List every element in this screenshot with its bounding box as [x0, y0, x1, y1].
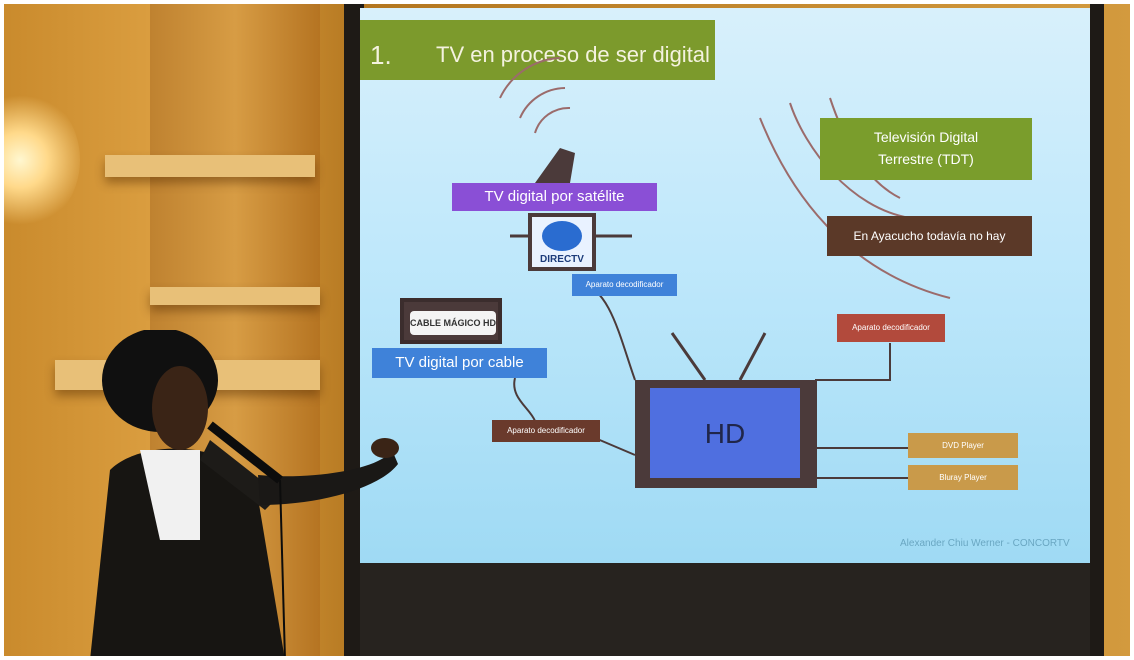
tdt-box: Televisión Digital Terrestre (TDT): [820, 118, 1032, 180]
satellite-box: TV digital por satélite: [452, 183, 657, 211]
directv-logo-mark: [542, 221, 582, 251]
screen-left-post: [344, 0, 364, 660]
presenter-figure: [90, 330, 399, 660]
slide-credit: Alexander Chiu Werner - CONCORTV: [900, 538, 1070, 549]
dvd-player-box: DVD Player: [908, 433, 1018, 458]
wall-shelf-top: [105, 155, 315, 177]
slide-title: TV en proceso de ser digital: [436, 42, 710, 67]
ayacucho-box: En Ayacucho todavía no hay: [827, 216, 1032, 256]
wall-shelf-middle: [150, 287, 320, 305]
decoder-cable-box: Aparato decodificador: [492, 420, 600, 442]
tv-screen: HD: [650, 388, 800, 478]
screen-lower-frame: [360, 563, 1090, 660]
directv-logo-text: DIRECTV: [540, 254, 584, 265]
decoder-satellite-box: Aparato decodificador: [572, 274, 677, 296]
projection-screen: 1. TV en proceso de ser digital TV digit…: [360, 8, 1090, 563]
cable-magico-logo: CABLE MÁGICO HD: [400, 298, 502, 344]
screen-right-post: [1090, 0, 1104, 660]
tdt-label: Televisión Digital Terrestre (TDT): [873, 129, 979, 167]
cable-box: TV digital por cable: [372, 348, 547, 378]
tv-label: HD: [704, 418, 746, 449]
connector-lines: [499, 57, 951, 479]
slide-number: 1.: [370, 40, 392, 70]
slide-title-bar: 1. TV en proceso de ser digital: [360, 20, 715, 80]
directv-logo: DIRECTV: [528, 213, 596, 271]
hd-television: HD: [635, 380, 817, 488]
cable-magico-logo-text: CABLE MÁGICO HD: [410, 311, 496, 335]
wall-lamp-glow: [0, 90, 80, 230]
decoder-tdt-box: Aparato decodificador: [837, 314, 945, 342]
bluray-player-box: Bluray Player: [908, 465, 1018, 490]
